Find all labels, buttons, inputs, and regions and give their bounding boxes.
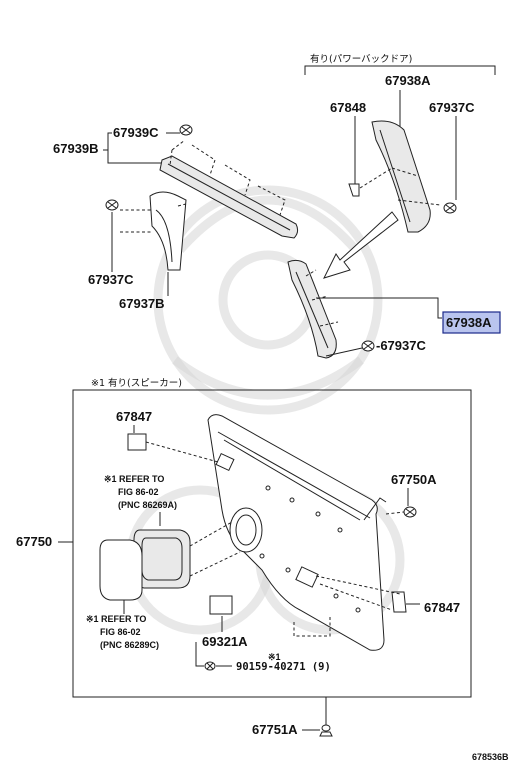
part-number-67751A[interactable]: 67751A [252, 722, 298, 737]
cover-67847-top [127, 433, 147, 451]
part-number-67937C-mid[interactable]: -67937C [376, 338, 426, 353]
highlighted-part-box[interactable] [442, 311, 501, 334]
pillar-garnish-lower-group: 67938A -67937C [287, 259, 501, 359]
svg-text:※1 REFER TO: ※1 REFER TO [104, 474, 164, 484]
part-number-67938A-highlighted[interactable]: 67938A [446, 315, 492, 330]
power-back-door-note: 有り(パワーバックドア) [310, 53, 412, 65]
svg-text:※1 REFER TO: ※1 REFER TO [86, 614, 146, 624]
svg-text:(PNC 86289C): (PNC 86289C) [100, 640, 159, 650]
fastener-67937C-top [443, 202, 457, 214]
part-number-67848[interactable]: 67848 [330, 100, 366, 115]
svg-text:FIG 86-02: FIG 86-02 [118, 487, 159, 497]
power-back-door-group: 有り(パワーバックドア) 67938A 67848 67937C [304, 53, 496, 233]
refer-note-86289C: ※1 REFER TO FIG 86-02 (PNC 86289C) [86, 614, 159, 650]
part-number-67847-top[interactable]: 67847 [116, 409, 152, 424]
fastener-67939C [179, 124, 193, 136]
speaker-grille [99, 539, 143, 601]
superscript-mark: ※1 [268, 652, 281, 662]
part-number-67937C-left[interactable]: 67937C [88, 272, 134, 287]
figure-code: 678536B [472, 752, 509, 762]
upper-garnish-group: 67939C 67939B [53, 124, 299, 239]
part-number-67750[interactable]: 67750 [16, 534, 52, 549]
fastener-67937C-mid [361, 340, 375, 352]
clip-67848 [348, 183, 360, 197]
part-number-67847-right[interactable]: 67847 [424, 600, 460, 615]
svg-text:FIG 86-02: FIG 86-02 [100, 627, 141, 637]
speaker-note: ※1 有り(スピーカー) [91, 377, 182, 389]
part-number-67937B[interactable]: 67937B [119, 296, 165, 311]
part-number-67937C-top[interactable]: 67937C [429, 100, 475, 115]
cover-67847-right [391, 591, 407, 613]
cover-69321A [209, 595, 233, 615]
clip-67751A [319, 724, 333, 737]
refer-note-86269A: ※1 REFER TO FIG 86-02 (PNC 86269A) [104, 474, 177, 510]
part-number-67939C[interactable]: 67939C [113, 125, 159, 140]
svg-text:(PNC 86269A): (PNC 86269A) [118, 500, 177, 510]
part-number-67938A-top[interactable]: 67938A [385, 73, 431, 88]
clip-90159 [204, 661, 216, 671]
part-number-90159-40271[interactable]: 90159-40271 (9) [236, 661, 331, 673]
quarter-garnish-group: 67937C 67937B [88, 191, 187, 311]
panel-frame [72, 389, 472, 698]
door-trim-panel [207, 414, 387, 651]
direction-arrow [323, 211, 399, 279]
fastener-67937C-left [105, 199, 119, 211]
part-number-67750A[interactable]: 67750A [391, 472, 437, 487]
clip-67750A [403, 506, 417, 518]
speaker-grille-frame [133, 529, 191, 589]
pillar-garnish-67938A-upper [371, 120, 431, 233]
part-number-67939B[interactable]: 67939B [53, 141, 99, 156]
part-number-69321A[interactable]: 69321A [202, 634, 248, 649]
